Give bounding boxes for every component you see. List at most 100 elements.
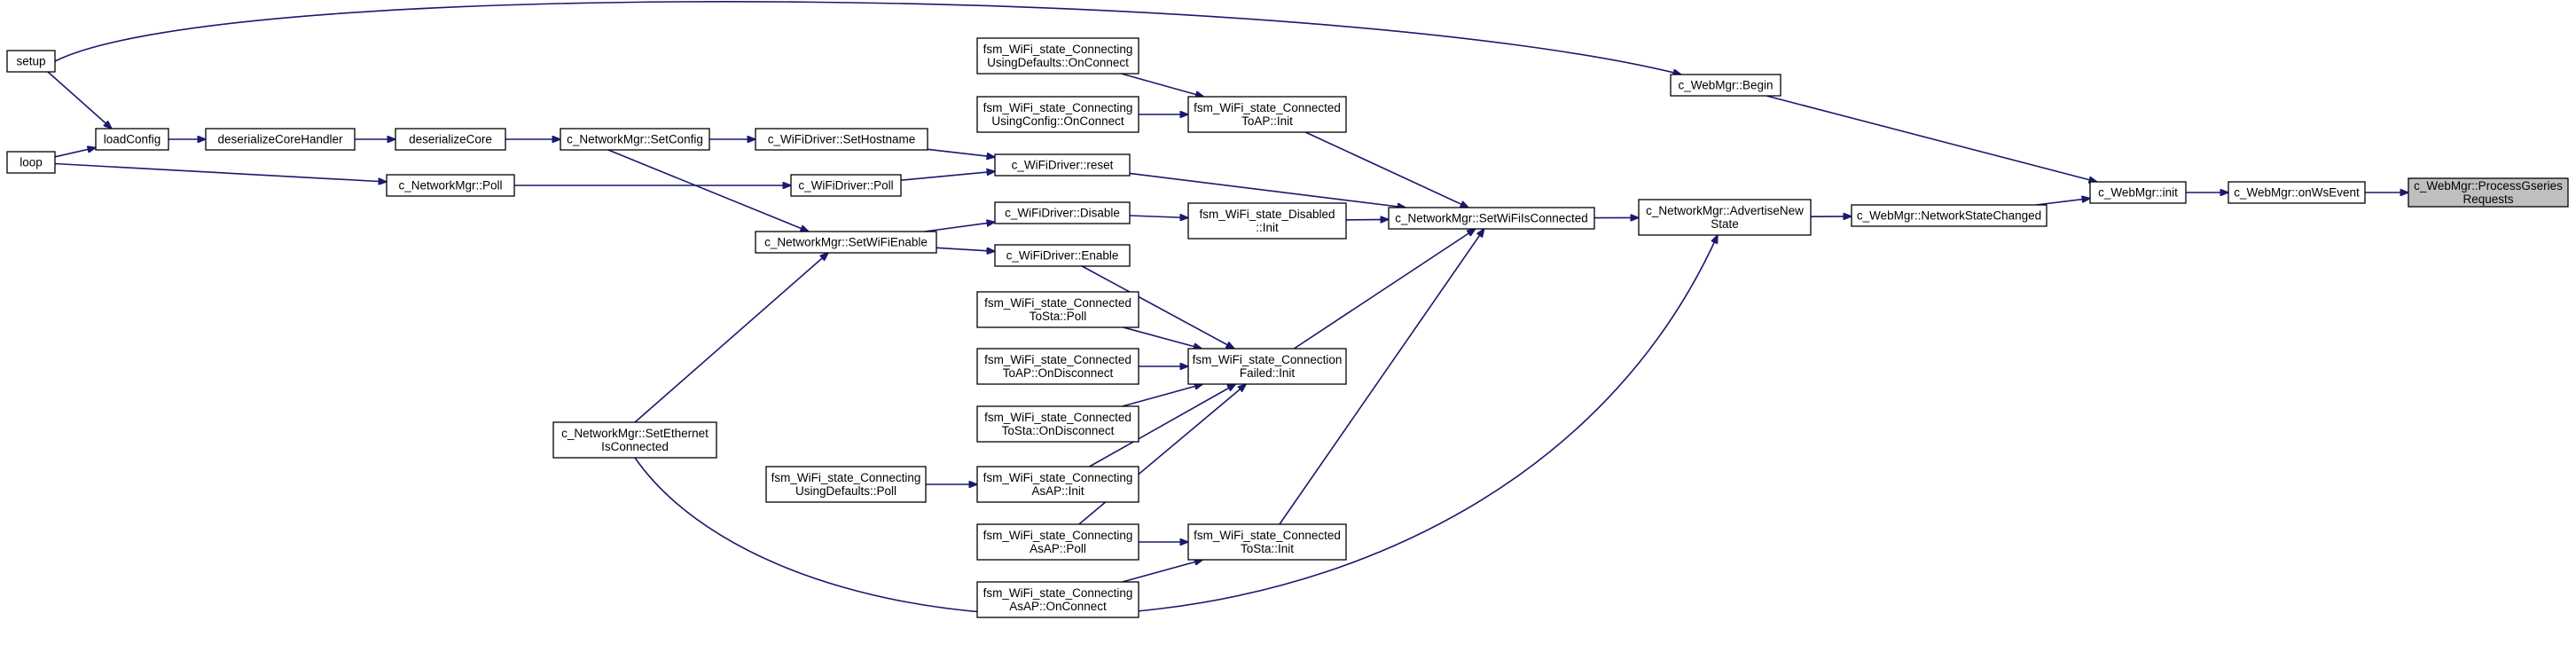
edge-setup-to-wm_Begin (55, 2, 1681, 75)
node-label: ToAP::Init (1241, 114, 1293, 128)
node-nm_SetConfig[interactable]: c_NetworkMgr::SetConfig (560, 129, 709, 150)
edge-arrow (1124, 327, 1202, 349)
node-label: IsConnected (601, 440, 669, 453)
node-deserializeCore[interactable]: deserializeCore (395, 129, 505, 150)
edge-arrow (1294, 229, 1476, 349)
edge-nm_SetEthernet-to-nm_AdvertiseNewState (635, 235, 1718, 615)
node-wm_onWsEvent[interactable]: c_WebMgr::onWsEvent (2228, 182, 2365, 203)
node-label: fsm_WiFi_state_Connecting (983, 586, 1133, 600)
node-label: deserializeCore (409, 133, 492, 146)
edge-setup-to-loadConfig (48, 72, 112, 129)
node-label: AsAP::OnConnect (1009, 600, 1107, 613)
node-connToAP_OnDisconnect[interactable]: fsm_WiFi_state_ConnectedToAP::OnDisconne… (977, 349, 1139, 384)
edge-disabled_Init-to-nm_SetWiFiIsConnected (1346, 219, 1389, 220)
node-conn_UsingDefaults_OnConnect[interactable]: fsm_WiFi_state_ConnectingUsingDefaults::… (977, 38, 1139, 74)
edge-layer (48, 2, 2408, 616)
edge-wd_SetHostname-to-wd_reset (928, 149, 995, 157)
node-label: ToSta::OnDisconnect (1002, 424, 1115, 437)
edge-arrow (925, 222, 995, 232)
node-label: ToSta::Poll (1030, 310, 1087, 323)
node-setup[interactable]: setup (7, 51, 55, 72)
node-nm_Poll[interactable]: c_NetworkMgr::Poll (387, 175, 514, 196)
edge-nm_SetWiFiEnable-to-wd_Disable (925, 222, 995, 232)
node-wd_Poll[interactable]: c_WiFiDriver::Poll (791, 175, 901, 196)
edge-wd_Poll-to-wd_reset (901, 171, 995, 180)
node-label: c_NetworkMgr::Poll (398, 179, 502, 192)
node-label: fsm_WiFi_state_Connecting (771, 471, 921, 484)
edge-arrow (608, 150, 809, 232)
node-loadConfig[interactable]: loadConfig (96, 129, 168, 150)
node-deserializeCoreHandler[interactable]: deserializeCoreHandler (206, 129, 355, 150)
edge-arrow (635, 253, 828, 422)
node-wd_SetHostname[interactable]: c_WiFiDriver::SetHostname (756, 129, 928, 150)
node-label: fsm_WiFi_state_Connecting (983, 471, 1133, 484)
edge-connAsAP_Poll-to-connFailed_Init (1079, 384, 1246, 524)
edge-wm_NetworkStateChanged-to-wm_init (2036, 199, 2090, 205)
node-wd_Enable[interactable]: c_WiFiDriver::Enable (995, 245, 1130, 266)
node-loop[interactable]: loop (7, 152, 55, 173)
edge-wd_reset-to-nm_SetWiFiIsConnected (1130, 173, 1405, 208)
node-label: c_WiFiDriver::reset (1012, 159, 1114, 172)
node-label: setup (16, 55, 45, 68)
node-label: State (1711, 217, 1739, 231)
node-label: c_NetworkMgr::SetConfig (567, 133, 703, 146)
edge-arrow (1766, 96, 2097, 182)
node-nm_SetWiFiIsConnected[interactable]: c_NetworkMgr::SetWiFiIsConnected (1389, 208, 1594, 229)
edge-nm_SetEthernet-to-nm_SetWiFiEnable (635, 253, 828, 422)
node-label: c_WebMgr::NetworkStateChanged (1857, 209, 2041, 223)
node-disabled_Init[interactable]: fsm_WiFi_state_Disabled::Init (1188, 203, 1346, 239)
node-wm_Begin[interactable]: c_WebMgr::Begin (1671, 75, 1781, 96)
node-conn_UsingConfig_OnConnect[interactable]: fsm_WiFi_state_ConnectingUsingConfig::On… (977, 97, 1139, 132)
node-conn_UsingDefaults_Poll[interactable]: fsm_WiFi_state_ConnectingUsingDefaults::… (766, 467, 926, 502)
node-label: ToAP::OnDisconnect (1003, 366, 1114, 380)
node-wm_init[interactable]: c_WebMgr::init (2090, 182, 2186, 203)
edge-arrow (635, 235, 1718, 615)
node-label: AsAP::Poll (1030, 542, 1086, 555)
edge-arrow (1079, 384, 1246, 524)
node-label: AsAP::Init (1031, 484, 1084, 498)
node-label: c_NetworkMgr::SetEthernet (561, 427, 709, 440)
edge-connToSta_Poll-to-connFailed_Init (1124, 327, 1202, 349)
node-wm_NetworkStateChanged[interactable]: c_WebMgr::NetworkStateChanged (1852, 205, 2047, 226)
edge-arrow (48, 72, 112, 129)
node-label: fsm_WiFi_state_Connecting (983, 101, 1133, 114)
node-label: Failed::Init (1240, 366, 1296, 380)
node-label: fsm_WiFi_state_Connecting (983, 43, 1133, 56)
node-label: fsm_WiFi_state_Connected (984, 353, 1131, 366)
edge-arrow (1346, 219, 1389, 220)
node-label: UsingDefaults::OnConnect (987, 56, 1129, 69)
node-wd_Disable[interactable]: c_WiFiDriver::Disable (995, 202, 1130, 224)
node-label: c_WebMgr::init (2098, 186, 2178, 200)
node-connToSta_OnDisconnect[interactable]: fsm_WiFi_state_ConnectedToSta::OnDisconn… (977, 406, 1139, 442)
edge-arrow (928, 149, 995, 157)
edge-loop-to-loadConfig (55, 147, 96, 156)
edge-arrow (1123, 560, 1203, 582)
node-label: c_WebMgr::onWsEvent (2234, 186, 2360, 200)
edge-nm_SetWiFiEnable-to-wd_Enable (936, 248, 995, 251)
edge-connToAP_Init-to-nm_SetWiFiIsConnected (1305, 132, 1468, 208)
node-label: UsingDefaults::Poll (795, 484, 897, 498)
edge-arrow (1130, 216, 1188, 218)
node-label: c_NetworkMgr::SetWiFiIsConnected (1395, 212, 1588, 225)
node-label: fsm_WiFi_state_Connected (984, 296, 1131, 310)
edge-connToSta_OnDisconnect-to-connFailed_Init (1123, 384, 1203, 406)
node-label: loadConfig (104, 133, 161, 146)
node-label: c_WiFiDriver::Enable (1006, 249, 1119, 263)
edge-arrow (1130, 173, 1405, 208)
node-label: c_WiFiDriver::Poll (798, 179, 893, 192)
node-wd_reset[interactable]: c_WiFiDriver::reset (995, 154, 1130, 176)
node-label: fsm_WiFi_state_Connected (984, 411, 1131, 424)
node-nm_SetWiFiEnable[interactable]: c_NetworkMgr::SetWiFiEnable (756, 232, 936, 253)
